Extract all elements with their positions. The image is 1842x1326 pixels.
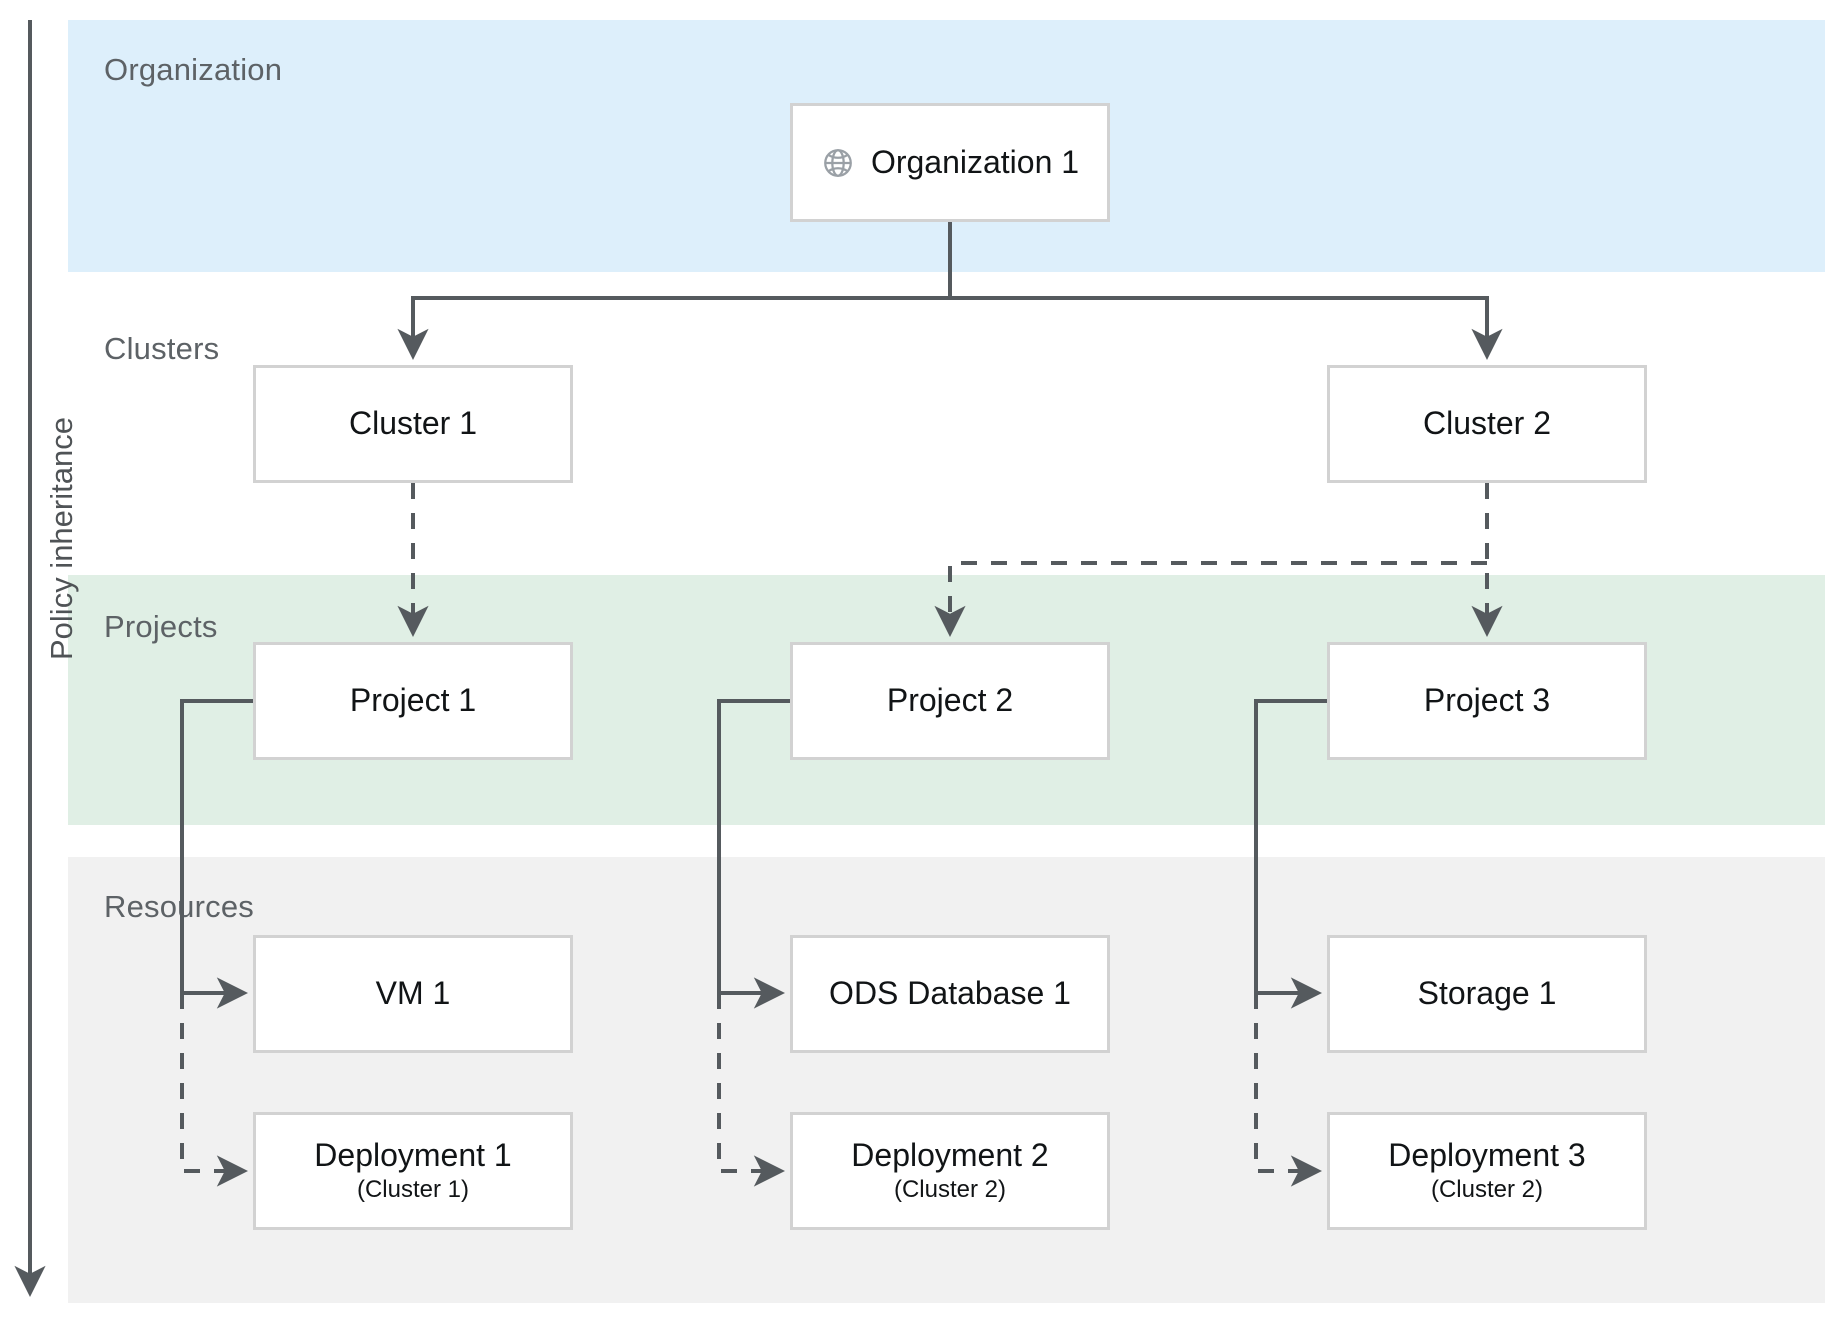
node-label: Cluster 2 (1422, 405, 1552, 442)
node-cluster-2[interactable]: Cluster 2 (1327, 365, 1647, 483)
band-label-clusters: Clusters (104, 331, 220, 366)
node-project-2[interactable]: Project 2 (790, 642, 1110, 760)
node-vm-1[interactable]: VM 1 (253, 935, 573, 1053)
node-label: Deployment 3 (1388, 1137, 1586, 1174)
node-label: Project 2 (886, 682, 1014, 719)
globe-icon (821, 146, 855, 180)
node-label: Storage 1 (1417, 975, 1557, 1012)
node-ods-database-1[interactable]: ODS Database 1 (790, 935, 1110, 1053)
node-cluster-1[interactable]: Cluster 1 (253, 365, 573, 483)
policy-inheritance-label: Policy inheritance (44, 417, 79, 660)
node-sublabel: (Cluster 2) (893, 1176, 1007, 1204)
node-sublabel: (Cluster 1) (356, 1176, 470, 1204)
node-deployment-2[interactable]: Deployment 2 (Cluster 2) (790, 1112, 1110, 1230)
band-label-resources: Resources (104, 889, 254, 924)
node-label: VM 1 (375, 975, 451, 1012)
node-storage-1[interactable]: Storage 1 (1327, 935, 1647, 1053)
node-project-1[interactable]: Project 1 (253, 642, 573, 760)
node-organization-1[interactable]: Organization 1 (790, 103, 1110, 222)
node-label: ODS Database 1 (829, 975, 1071, 1012)
node-label: Project 1 (349, 682, 477, 719)
node-project-3[interactable]: Project 3 (1327, 642, 1647, 760)
node-label: Organization 1 (870, 143, 1080, 180)
band-label-organization: Organization (104, 52, 283, 87)
node-label: Project 3 (1423, 682, 1551, 719)
band-label-projects: Projects (104, 609, 218, 644)
node-deployment-3[interactable]: Deployment 3 (Cluster 2) (1327, 1112, 1647, 1230)
node-label: Deployment 1 (314, 1137, 512, 1174)
edge-org-to-cluster-2 (950, 296, 1503, 361)
node-deployment-1[interactable]: Deployment 1 (Cluster 1) (253, 1112, 573, 1230)
node-sublabel: (Cluster 2) (1430, 1176, 1544, 1204)
node-label: Deployment 2 (851, 1137, 1049, 1174)
band-resources (68, 857, 1825, 1303)
node-label: Cluster 1 (348, 405, 478, 442)
